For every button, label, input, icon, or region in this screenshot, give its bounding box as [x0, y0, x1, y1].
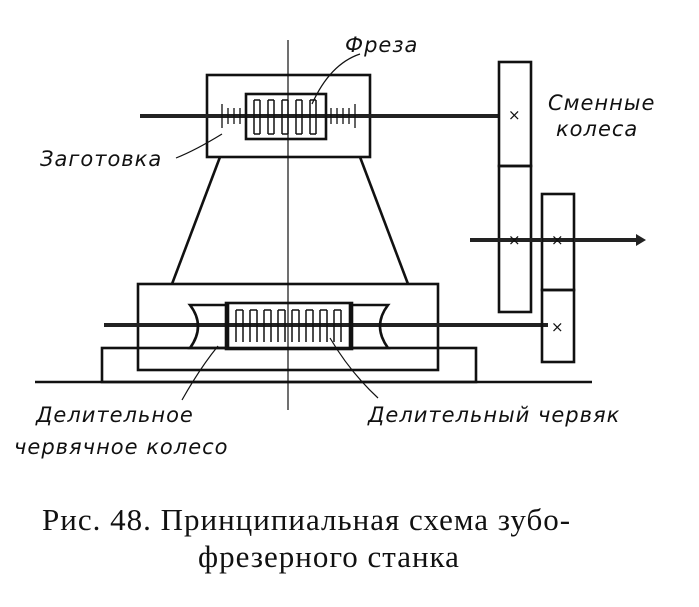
- column-left-edge: [170, 156, 222, 285]
- cutter-helix: [253, 99, 317, 135]
- label-workpiece: Заготовка: [40, 147, 162, 171]
- label-change-gears-2: колеса: [556, 117, 638, 141]
- leader-lines: [175, 53, 379, 401]
- worm-wheel-left: [187, 303, 230, 350]
- worm-thread: [235, 309, 342, 342]
- column-right-edge: [358, 156, 410, 285]
- svg-text:×: ×: [508, 231, 521, 249]
- svg-text:×: ×: [508, 106, 521, 124]
- label-cutter: Фреза: [345, 33, 418, 57]
- cutter-body: [244, 92, 328, 141]
- gear-axle-marks: × × × ×: [508, 106, 564, 336]
- workpiece-teeth: [221, 104, 356, 128]
- gear-shaft-arrow: [636, 234, 646, 246]
- label-change-gears-1: Сменные: [548, 91, 655, 115]
- caption-line-1: Рис. 48. Принципиальная схема зубо-: [42, 502, 571, 537]
- caption-line-2: фрезерного станка: [198, 539, 460, 574]
- label-worm-wheel-1: Делительное: [35, 403, 194, 427]
- label-dividing-worm: Делительный червяк: [367, 403, 620, 427]
- dividing-worm: [224, 301, 354, 351]
- svg-text:×: ×: [551, 318, 564, 336]
- change-gear-lower-2: [540, 288, 576, 364]
- base-block: [100, 346, 478, 384]
- worm-wheel-right: [348, 303, 391, 350]
- label-worm-wheel-2: червячное колесо: [14, 435, 229, 459]
- svg-text:×: ×: [551, 231, 564, 249]
